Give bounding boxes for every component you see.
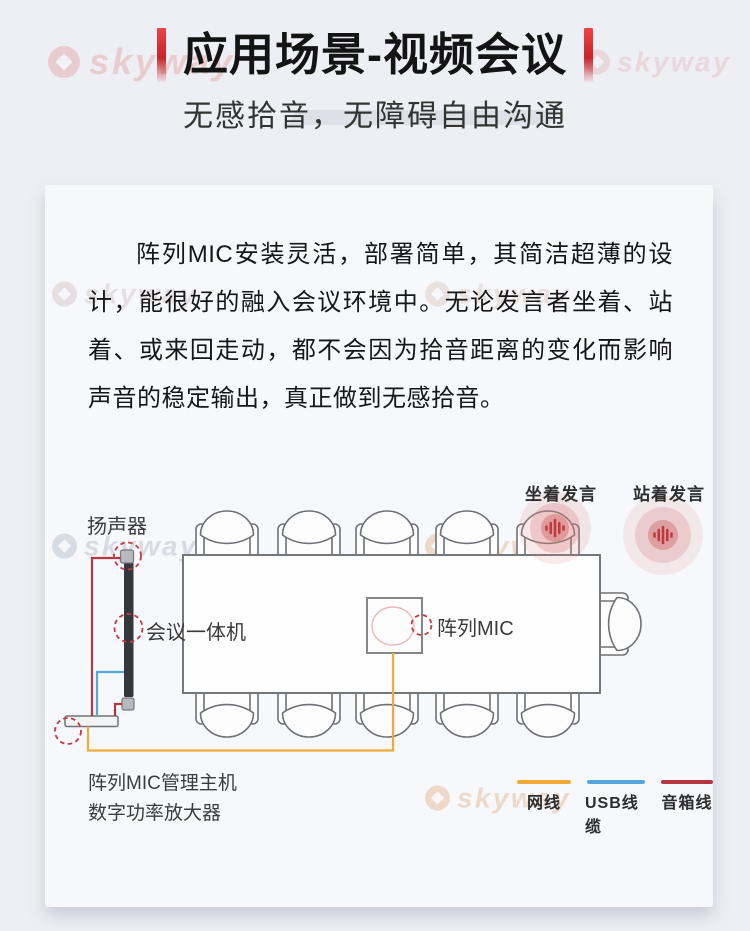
subtitle-wrap: 无感拾音，无障碍自由沟通 bbox=[0, 91, 750, 133]
page-subtitle: 无感拾音，无障碍自由沟通 bbox=[183, 100, 567, 133]
host-label-line2: 数字功率放大器 bbox=[88, 803, 222, 824]
mic-host-amplifier-device bbox=[64, 715, 119, 728]
highlight-circle-host bbox=[54, 717, 82, 745]
speaker-cable-bottom bbox=[113, 702, 122, 716]
sitting-speech-label: 坐着发言 bbox=[525, 485, 597, 504]
title-row: 应用场景-视频会议 bbox=[0, 28, 750, 82]
array-mic-label: 阵列MIC bbox=[437, 618, 514, 640]
legend-item-network: 网线 bbox=[517, 780, 571, 837]
highlight-circle-speaker bbox=[113, 541, 142, 571]
host-label-line1: 阵列MIC管理主机 bbox=[88, 773, 237, 794]
conference-machine-bar bbox=[124, 557, 134, 697]
legend-item-usb: USB线缆 bbox=[585, 780, 647, 837]
cable-legend: 网线 USB线缆 音箱线 bbox=[517, 780, 713, 837]
content-card: skyway skyway skyway skyway skyway 阵列MIC… bbox=[45, 185, 713, 907]
sitting-speaker-ripple bbox=[519, 492, 591, 564]
legend-label: 音箱线 bbox=[661, 795, 713, 812]
host-amplifier-label: 阵列MIC管理主机 数字功率放大器 bbox=[88, 769, 237, 829]
usb-cable-swatch bbox=[587, 780, 645, 784]
standing-speaker-ripple bbox=[623, 495, 703, 575]
conference-room-diagram: 扬声器 会议一体机 阵列MIC 坐着发言 站着发言 阵列MIC管理主机 数字功率… bbox=[45, 455, 713, 907]
description-paragraph: 阵列MIC安装灵活，部署简单，其简洁超薄的设计，能很好的融入会议环境中。无论发言… bbox=[88, 241, 673, 412]
highlight-circle-conference-machine bbox=[113, 613, 144, 643]
array-mic-device bbox=[366, 597, 423, 654]
speaker-cable-top bbox=[90, 556, 121, 716]
legend-item-speaker-wire: 音箱线 bbox=[661, 780, 713, 837]
conference-machine-label: 会议一体机 bbox=[146, 622, 246, 644]
standing-speech-label: 站着发言 bbox=[633, 485, 705, 504]
diagram-canvas bbox=[54, 492, 703, 752]
speaker-cable-swatch bbox=[661, 780, 713, 784]
speaker-top bbox=[119, 549, 135, 564]
legend-label: USB线缆 bbox=[585, 795, 639, 836]
page-title: 应用场景-视频会议 bbox=[183, 29, 567, 80]
legend-label: 网线 bbox=[526, 795, 561, 812]
highlight-circle-array-mic bbox=[410, 614, 433, 636]
skyway-logo-watermark-icon bbox=[52, 281, 77, 307]
title-accent-bar-left bbox=[157, 28, 166, 82]
usb-cable bbox=[95, 670, 124, 716]
header: 应用场景-视频会议 无感拾音，无障碍自由沟通 bbox=[0, 0, 750, 133]
speaker-bottom bbox=[121, 697, 135, 711]
network-cable bbox=[86, 653, 395, 752]
speaker-label: 扬声器 bbox=[87, 516, 147, 538]
title-accent-bar-right bbox=[584, 28, 593, 82]
network-cable-swatch bbox=[517, 780, 571, 784]
